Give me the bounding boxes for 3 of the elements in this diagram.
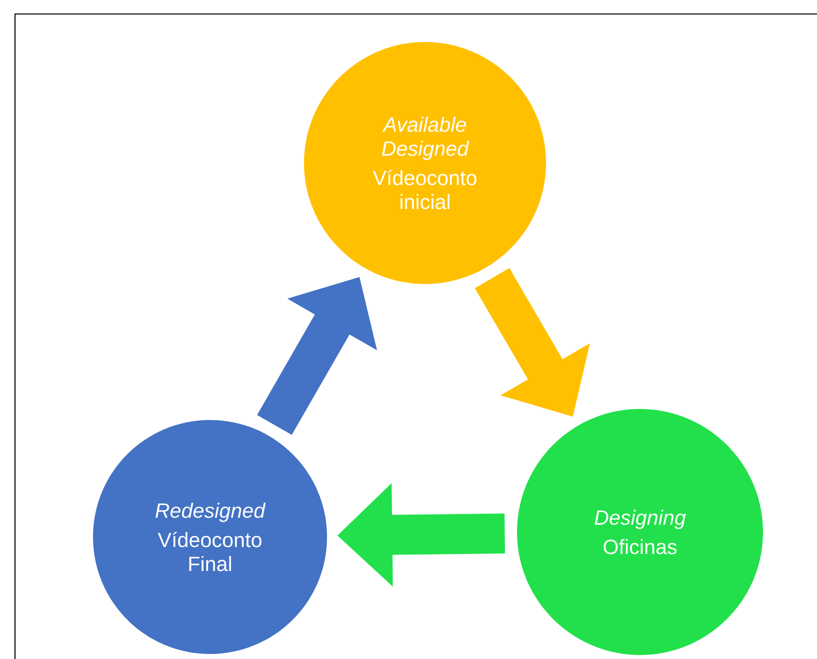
circle-node: Redesigned Vídeoconto Final [93,420,327,654]
circle-node: Designing Oficinas [517,408,763,655]
circle-node: Available Designed Vídeoconto inicial [304,42,546,284]
